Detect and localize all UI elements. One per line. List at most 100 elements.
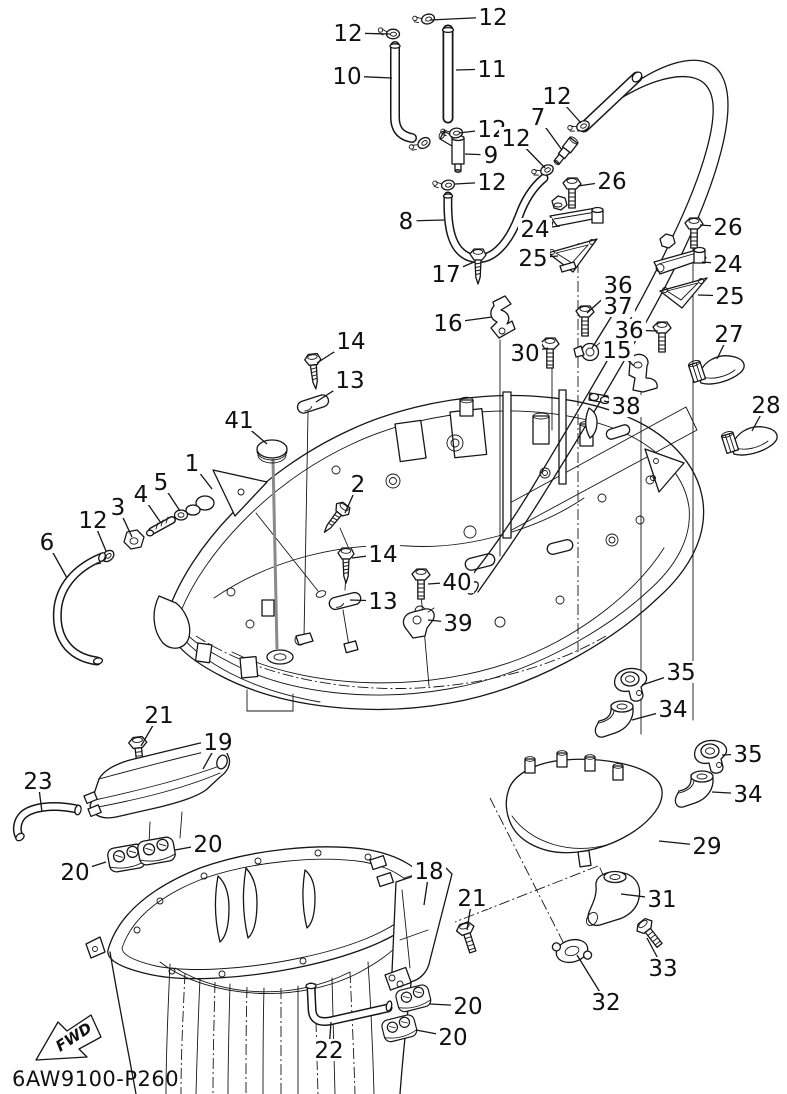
- callout-12[interactable]: 12: [76, 508, 110, 534]
- callout-6[interactable]: 6: [36, 530, 58, 556]
- part-joint-7: [553, 136, 579, 166]
- callout-20[interactable]: 20: [451, 994, 485, 1020]
- callout-22[interactable]: 22: [312, 1038, 346, 1064]
- svg-text:22: 22: [314, 1038, 343, 1064]
- svg-text:7: 7: [531, 105, 546, 131]
- callout-4[interactable]: 4: [130, 482, 152, 508]
- callout-24[interactable]: 24: [711, 252, 745, 278]
- callout-11[interactable]: 11: [475, 57, 509, 83]
- svg-text:33: 33: [648, 956, 677, 982]
- callout-30[interactable]: 30: [508, 341, 542, 367]
- part-elbow-31: [585, 870, 641, 927]
- callout-8[interactable]: 8: [395, 209, 417, 235]
- callout-23[interactable]: 23: [21, 769, 55, 795]
- callout-13[interactable]: 13: [333, 368, 367, 394]
- callout-26[interactable]: 26: [595, 169, 629, 195]
- callout-27[interactable]: 27: [712, 322, 746, 348]
- part-elbow-34: [674, 770, 714, 808]
- callout-34[interactable]: 34: [656, 697, 690, 723]
- callout-18[interactable]: 18: [412, 859, 446, 885]
- svg-text:10: 10: [332, 64, 361, 90]
- svg-text:14: 14: [368, 542, 397, 568]
- callout-32[interactable]: 32: [589, 990, 623, 1016]
- callout-2[interactable]: 2: [347, 472, 369, 498]
- svg-text:34: 34: [733, 782, 762, 808]
- svg-text:8: 8: [399, 209, 414, 235]
- callout-13[interactable]: 13: [366, 589, 400, 615]
- part-grommet-20: [393, 983, 433, 1014]
- svg-text:31: 31: [647, 887, 676, 913]
- part-code: 6AW9100-P260: [12, 1067, 179, 1091]
- part-washer-5: [173, 509, 189, 521]
- callout-35[interactable]: 35: [731, 742, 765, 768]
- callout-17[interactable]: 17: [429, 262, 463, 288]
- callout-21[interactable]: 21: [142, 703, 176, 729]
- callout-25[interactable]: 25: [713, 284, 747, 310]
- part-screw-14: [337, 547, 355, 584]
- callout-24[interactable]: 24: [518, 217, 552, 243]
- svg-text:21: 21: [144, 703, 173, 729]
- muffler-group: [12, 735, 231, 874]
- callout-12[interactable]: 12: [499, 126, 533, 152]
- callout-26[interactable]: 26: [711, 215, 745, 241]
- callout-12[interactable]: 12: [476, 5, 510, 31]
- callout-5[interactable]: 5: [150, 470, 172, 496]
- svg-text:12: 12: [477, 170, 506, 196]
- svg-text:9: 9: [484, 143, 499, 169]
- callout-40[interactable]: 40: [440, 570, 474, 596]
- callout-20[interactable]: 20: [58, 860, 92, 886]
- callout-20[interactable]: 20: [436, 1025, 470, 1051]
- callout-37[interactable]: 37: [601, 294, 635, 320]
- callout-29[interactable]: 29: [690, 834, 724, 860]
- callout-9[interactable]: 9: [480, 143, 502, 169]
- svg-text:17: 17: [431, 262, 460, 288]
- callout-41[interactable]: 41: [222, 408, 256, 434]
- callout-38[interactable]: 38: [609, 394, 643, 420]
- callout-34[interactable]: 34: [731, 782, 765, 808]
- callout-21[interactable]: 21: [455, 886, 489, 912]
- callout-12[interactable]: 12: [540, 84, 574, 110]
- svg-text:20: 20: [193, 832, 222, 858]
- callout-33[interactable]: 33: [646, 956, 680, 982]
- svg-text:12: 12: [478, 5, 507, 31]
- part-cap-41: [256, 439, 288, 459]
- svg-text:34: 34: [658, 697, 687, 723]
- callout-19[interactable]: 19: [201, 730, 235, 756]
- callout-28[interactable]: 28: [749, 393, 783, 419]
- svg-text:23: 23: [23, 769, 52, 795]
- part-damper-28: [720, 426, 778, 456]
- callout-16[interactable]: 16: [431, 311, 465, 337]
- callout-14[interactable]: 14: [334, 329, 368, 355]
- svg-text:28: 28: [751, 393, 780, 419]
- callout-3[interactable]: 3: [107, 495, 129, 521]
- part-bolt-26: [684, 217, 704, 249]
- part-clamp-37: [573, 341, 602, 362]
- callout-12[interactable]: 12: [475, 170, 509, 196]
- callout-14[interactable]: 14: [366, 542, 400, 568]
- callout-1[interactable]: 1: [181, 451, 203, 477]
- svg-text:18: 18: [414, 859, 443, 885]
- callout-25[interactable]: 25: [516, 246, 550, 272]
- callout-10[interactable]: 10: [330, 64, 364, 90]
- svg-text:21: 21: [457, 886, 486, 912]
- svg-text:12: 12: [78, 508, 107, 534]
- callout-15[interactable]: 15: [600, 338, 634, 364]
- callout-12[interactable]: 12: [331, 21, 365, 47]
- svg-text:25: 25: [518, 246, 547, 272]
- callout-36[interactable]: 36: [601, 273, 635, 299]
- callout-35[interactable]: 35: [664, 660, 698, 686]
- svg-text:13: 13: [368, 589, 397, 615]
- svg-text:40: 40: [442, 570, 471, 596]
- part-fitting-4: [145, 516, 176, 537]
- callout-20[interactable]: 20: [191, 832, 225, 858]
- callout-31[interactable]: 31: [645, 887, 679, 913]
- svg-text:35: 35: [733, 742, 762, 768]
- svg-text:36: 36: [603, 273, 632, 299]
- svg-text:24: 24: [520, 217, 549, 243]
- callout-7[interactable]: 7: [527, 105, 549, 131]
- fwd-arrow: FWD: [35, 1014, 102, 1061]
- part-screw-2: [317, 499, 353, 538]
- callout-39[interactable]: 39: [441, 611, 475, 637]
